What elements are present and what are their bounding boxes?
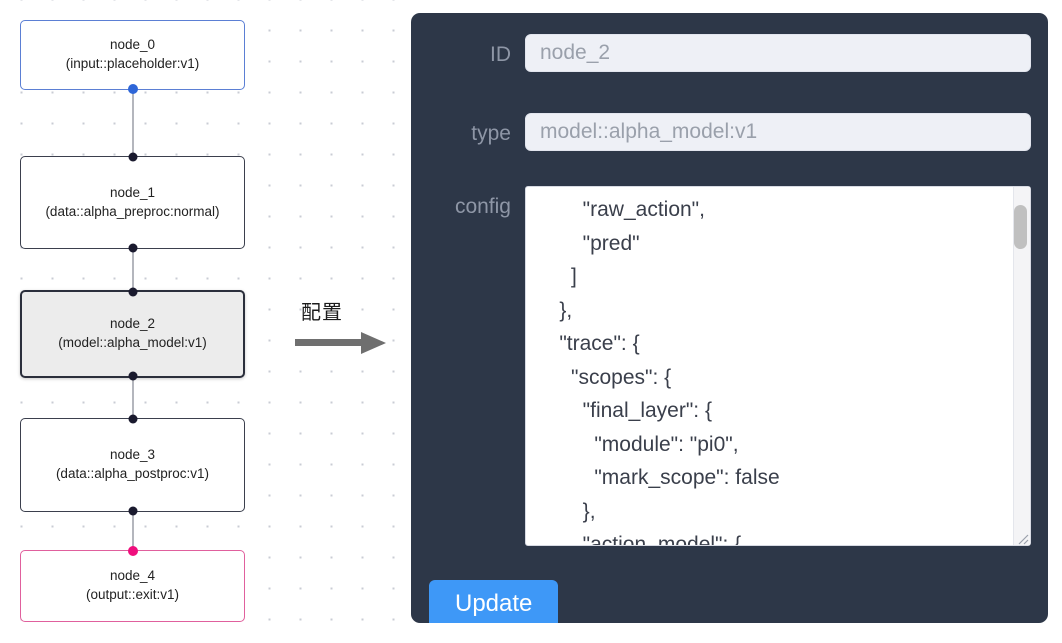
node-type-label: (data::alpha_preproc:normal) [45,203,220,219]
update-button[interactable]: Update [429,580,559,623]
config-textarea[interactable]: "raw_action", "pred" ] }, "trace": { "sc… [525,186,1031,546]
node-handle-target-node_4[interactable] [127,546,138,556]
flow-node-node_0[interactable]: node_0 (input::placeholder:v1) [20,20,245,94]
node-type-label: (model::alpha_model:v1) [58,335,207,350]
node-handle-source-node_3[interactable] [128,506,137,516]
right-arrow-icon [295,332,386,354]
node-id-label: node_4 [109,568,156,584]
arrow-caption: 配置 [301,300,343,324]
config-textarea-shell: "raw_action", "pred" ] }, "trace": { "sc… [525,186,1031,546]
transition-annotation: 配置 [295,296,405,358]
node-type-label: (output::exit:v1) [85,587,180,602]
node-type-label: (data::alpha_postproc:v1) [55,466,210,481]
field-row-config: config "raw_action", "pred" ] }, "trace"… [429,186,1031,546]
flow-node-node_4[interactable]: node_4 (output::exit:v1) [20,546,245,622]
config-scrollbar-track[interactable] [1013,187,1030,545]
edge-layer [132,90,134,550]
node-handle-target-node_2[interactable] [128,287,137,297]
config-field-label: config [454,195,511,218]
config-scrollbar-thumb[interactable] [1014,205,1027,249]
node-handle-target-node_3[interactable] [128,414,137,424]
node-id-label: node_3 [109,447,156,463]
node-id-label: node_2 [109,316,156,332]
flow-node-node_1[interactable]: node_1 (data::alpha_preproc:normal) [20,152,245,253]
type-field-label: type [471,122,511,145]
resize-grip-icon[interactable] [1014,530,1029,545]
node-handle-source-node_1[interactable] [128,243,137,253]
flow-node-node_2[interactable]: node_2 (model::alpha_model:v1) [20,287,245,381]
flow-canvas[interactable]: node_0 (input::placeholder:v1) node_1 (d… [0,0,400,643]
id-input[interactable] [525,34,1031,72]
id-field-label: ID [490,43,511,66]
node-id-label: node_1 [109,184,156,200]
field-row-id: ID [429,34,1031,72]
field-row-type: type [429,113,1031,151]
node-handle-target-node_1[interactable] [128,152,137,162]
flow-node-node_3[interactable]: node_3 (data::alpha_postproc:v1) [20,414,245,516]
type-input[interactable] [525,113,1031,151]
node-id-label: node_0 [109,37,156,53]
node-handle-source-node_2[interactable] [128,371,137,381]
node-handle-source-node_0[interactable] [127,84,138,94]
node-config-panel: ID type config "raw_action", "pred" ] },… [411,13,1048,623]
node-type-label: (input::placeholder:v1) [65,56,200,71]
